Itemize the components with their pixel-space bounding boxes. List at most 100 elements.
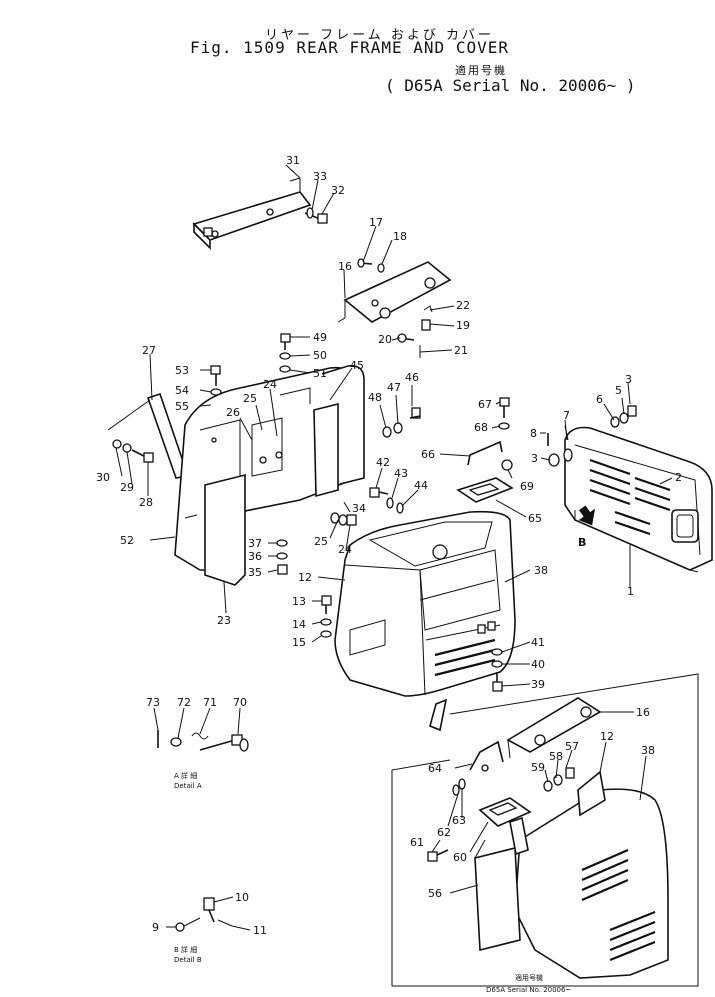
- inset-serial-jp: 適用号機: [515, 973, 543, 982]
- part-label-16: 16: [338, 260, 352, 273]
- part-label-42: 42: [376, 456, 390, 469]
- part-label-39: 39: [531, 678, 545, 691]
- part-label-5: 5: [615, 384, 622, 397]
- part-label-18: 18: [393, 230, 407, 243]
- serial-open-paren: (: [385, 76, 395, 95]
- part-label-45: 45: [350, 359, 364, 372]
- part-label-54: 54: [175, 384, 189, 397]
- part-label-38b: 38: [641, 744, 655, 757]
- inset-cover-38: [514, 770, 669, 979]
- part-label-23: 23: [217, 614, 231, 627]
- part-label-34: 34: [352, 502, 366, 515]
- detail-a-jp: A 詳 細: [174, 771, 197, 780]
- part-label-24a: 24: [263, 378, 277, 391]
- inset-fasteners: [427, 767, 575, 862]
- part-label-63: 63: [452, 814, 466, 827]
- inset-frame: [391, 673, 699, 987]
- part-label-57: 57: [565, 740, 579, 753]
- part-label-70: 70: [233, 696, 247, 709]
- part-label-68: 68: [474, 421, 488, 434]
- part-label-44: 44: [414, 479, 428, 492]
- grille-2: [564, 426, 713, 573]
- part-labels: 31 33 32 17 18 16 22 19 20 21 49 50 51 4…: [96, 154, 682, 937]
- part-label-27: 27: [142, 344, 156, 357]
- serial-range: ( D65A Serial No. 20006~ ): [385, 76, 635, 95]
- part-label-10: 10: [235, 891, 249, 904]
- part-label-73: 73: [146, 696, 160, 709]
- part-label-30: 30: [96, 471, 110, 484]
- part-label-24b: 24: [338, 543, 352, 556]
- part-label-67: 67: [478, 398, 492, 411]
- part-label-71: 71: [203, 696, 217, 709]
- part-label-40: 40: [531, 658, 545, 671]
- serial-close-paren: ): [625, 76, 636, 95]
- part-label-7: 7: [563, 409, 570, 422]
- figure-title: Fig. 1509 REAR FRAME AND COVER: [190, 38, 509, 57]
- part-label-69: 69: [520, 480, 534, 493]
- part-label-46: 46: [405, 371, 419, 384]
- part-label-25a: 25: [243, 392, 257, 405]
- part-label-29: 29: [120, 481, 134, 494]
- part-label-17: 17: [369, 216, 383, 229]
- inset-serial-en: D65A Serial No. 20006~: [486, 986, 571, 994]
- part-label-15: 15: [292, 636, 306, 649]
- part-label-19: 19: [456, 319, 470, 332]
- detail-b-jp: B 詳 細: [174, 945, 197, 954]
- view-b-label: B: [578, 536, 586, 549]
- cover-38: [334, 510, 516, 697]
- rear-frame-52: [174, 364, 365, 586]
- inset-handle-64: [469, 740, 504, 772]
- part-label-61: 61: [410, 836, 424, 849]
- part-label-49: 49: [313, 331, 327, 344]
- part-label-1: 1: [627, 585, 634, 598]
- plate-16: [337, 258, 452, 323]
- part-label-8: 8: [530, 427, 537, 440]
- part-label-56: 56: [428, 887, 442, 900]
- part-label-48: 48: [368, 391, 382, 404]
- part-label-47: 47: [387, 381, 401, 394]
- part-label-3a: 3: [625, 373, 632, 386]
- part-label-65: 65: [528, 512, 542, 525]
- serial-text: D65A Serial No. 20006~: [404, 76, 617, 95]
- part-label-38a: 38: [534, 564, 548, 577]
- part-label-16b: 16: [636, 706, 650, 719]
- leader-lines: [115, 164, 673, 931]
- fasteners-3-8: [547, 405, 637, 467]
- part-label-26: 26: [226, 406, 240, 419]
- part-label-14: 14: [292, 618, 306, 631]
- part-label-52: 52: [120, 534, 134, 547]
- part-label-53: 53: [175, 364, 189, 377]
- part-label-43: 43: [394, 467, 408, 480]
- pad-65: [456, 477, 514, 503]
- part-label-66: 66: [421, 448, 435, 461]
- detail-b-en: Detail B: [174, 956, 202, 964]
- part-label-21: 21: [454, 344, 468, 357]
- part-label-9: 9: [152, 921, 159, 934]
- bolt-39: [491, 648, 503, 692]
- part-label-51: 51: [313, 367, 327, 380]
- part-label-64: 64: [428, 762, 442, 775]
- part-label-36: 36: [248, 550, 262, 563]
- part-label-55: 55: [175, 400, 189, 413]
- part-label-11: 11: [253, 924, 267, 937]
- part-label-50: 50: [313, 349, 327, 362]
- japanese-title: リヤー フレーム および カバー: [265, 28, 495, 43]
- part-label-12b: 12: [600, 730, 614, 743]
- serial-japanese: 適用号機: [455, 64, 507, 77]
- detail-b: B 詳 細 Detail B: [174, 897, 233, 964]
- part-label-28: 28: [139, 496, 153, 509]
- bolt-35: [276, 539, 288, 575]
- part-label-3b: 3: [531, 452, 538, 465]
- part-label-58: 58: [549, 750, 563, 763]
- bolt-46: [382, 407, 421, 438]
- part-label-25b: 25: [314, 535, 328, 548]
- part-label-2: 2: [675, 471, 682, 484]
- bolt-49: [279, 333, 291, 373]
- bolt-24-lower: [330, 512, 357, 526]
- bolt-28: [112, 439, 154, 463]
- part-label-6: 6: [596, 393, 603, 406]
- inset-plate-16: [506, 697, 602, 759]
- view-b-arrow: B: [578, 505, 596, 549]
- detail-a: A 詳 細 Detail A: [157, 730, 249, 790]
